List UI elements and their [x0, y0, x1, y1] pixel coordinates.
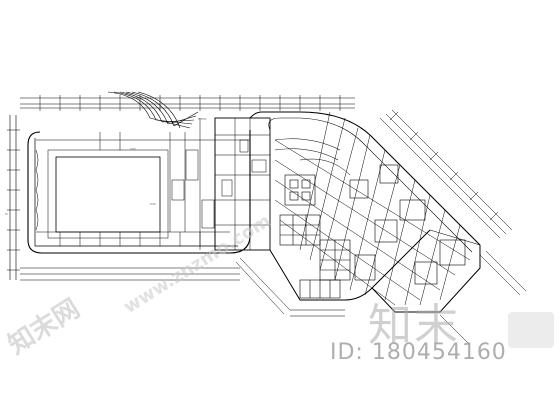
watermark-logo-text: 知末 — [368, 300, 460, 351]
svg-text:▭: ▭ — [5, 212, 8, 216]
watermark-badge — [508, 312, 554, 348]
svg-text:▭▭▭: ▭▭▭ — [198, 117, 207, 121]
svg-text:▭▭: ▭▭ — [150, 202, 156, 206]
watermark-id-text: ID: 180454160 — [330, 340, 507, 365]
svg-text:▭▭: ▭▭ — [130, 147, 136, 151]
